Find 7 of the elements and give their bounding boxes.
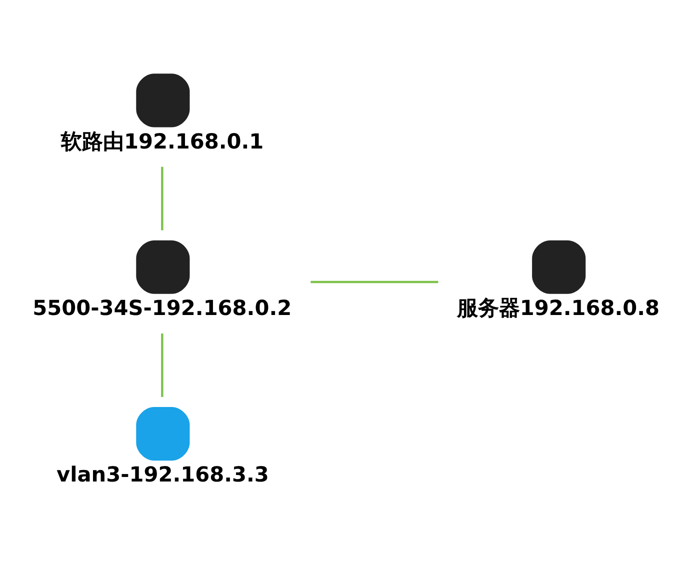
connector	[161, 166, 164, 230]
connector	[310, 280, 438, 283]
node-label: vlan3-192.168.3.3	[56, 462, 269, 486]
connector	[161, 333, 164, 396]
node-label: 软路由192.168.0.1	[60, 128, 264, 153]
node-label: 5500-34S-192.168.0.2	[32, 296, 292, 320]
node-label: 服务器192.168.0.8	[456, 296, 660, 320]
